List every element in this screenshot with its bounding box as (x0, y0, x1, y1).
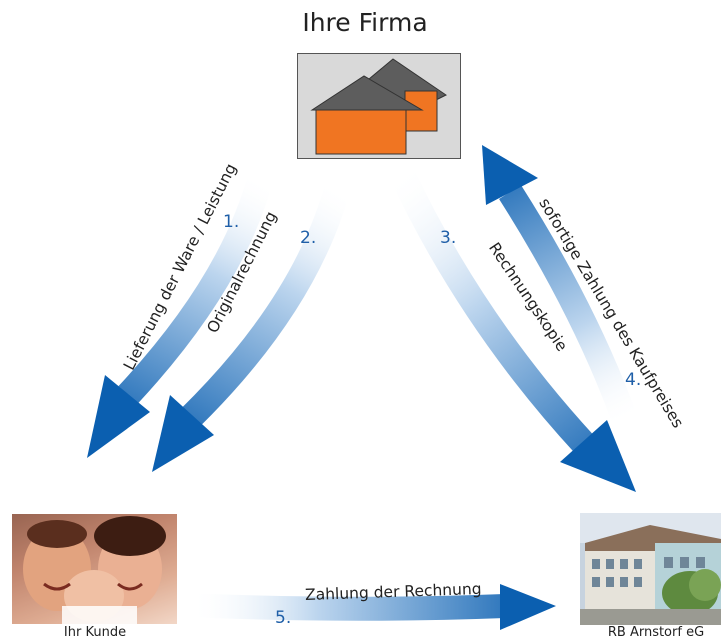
arrow-3 (388, 164, 636, 492)
customer-photo (12, 514, 177, 624)
bank-photo (580, 513, 721, 625)
flow-3-number: 3. (440, 228, 457, 248)
customer-caption: Ihr Kunde (63, 625, 127, 640)
family-photo (12, 514, 177, 624)
bank-building-photo (580, 513, 721, 625)
arrow-4 (482, 145, 638, 425)
arrow-2 (152, 174, 353, 472)
flow-2-number: 2. (300, 228, 317, 248)
flow-5-number: 5. (275, 608, 292, 628)
house-icon (310, 58, 447, 155)
flow-1-number: 1. (223, 212, 240, 232)
flow-4-number: 4. (625, 370, 642, 390)
company-logo (297, 53, 461, 159)
arrow-1 (87, 168, 275, 458)
arrow-5 (184, 584, 556, 630)
company-title: Ihre Firma (302, 8, 428, 37)
bank-caption: RB Arnstorf eG (607, 625, 705, 640)
